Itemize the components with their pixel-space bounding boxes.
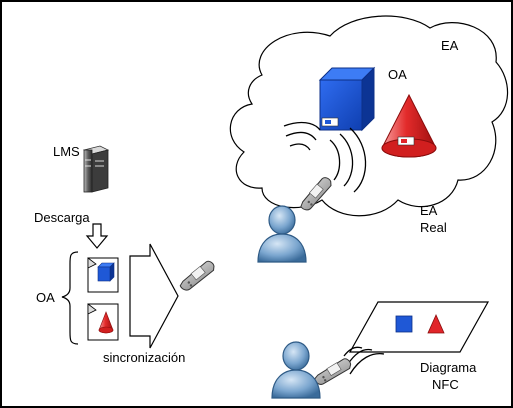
nfc-diagram-card — [348, 301, 490, 353]
document-cube-icon — [87, 257, 119, 293]
ea-real-label-line2: Real — [420, 220, 447, 235]
diagrama-label: Diagrama — [420, 360, 477, 375]
brace-icon — [61, 251, 79, 345]
user-icon — [257, 205, 307, 263]
nfc-red-triangle-icon — [427, 314, 445, 334]
cube-icon — [318, 66, 376, 132]
mobile-phone-icon — [178, 254, 217, 298]
document-cone-icon — [87, 303, 119, 341]
descarga-label: Descarga — [34, 210, 90, 225]
oa-group-label: OA — [36, 290, 55, 305]
server-icon — [82, 145, 110, 193]
arrow-down-icon — [85, 223, 109, 249]
user-icon — [271, 341, 321, 399]
nfc-label: NFC — [432, 377, 459, 392]
ea-cloud-label: EA — [441, 38, 459, 53]
nfc-blue-square-icon — [395, 315, 413, 333]
wave-signal-icon — [283, 121, 367, 193]
sincronizacion-label: sincronización — [103, 350, 185, 365]
lms-label: LMS — [53, 144, 80, 159]
ea-real-label-line1: EA — [420, 203, 438, 218]
oa-cloud-label: OA — [388, 67, 407, 82]
mobile-phone-icon — [312, 349, 354, 394]
cone-icon — [381, 93, 437, 158]
arrow-right-icon — [129, 243, 179, 349]
